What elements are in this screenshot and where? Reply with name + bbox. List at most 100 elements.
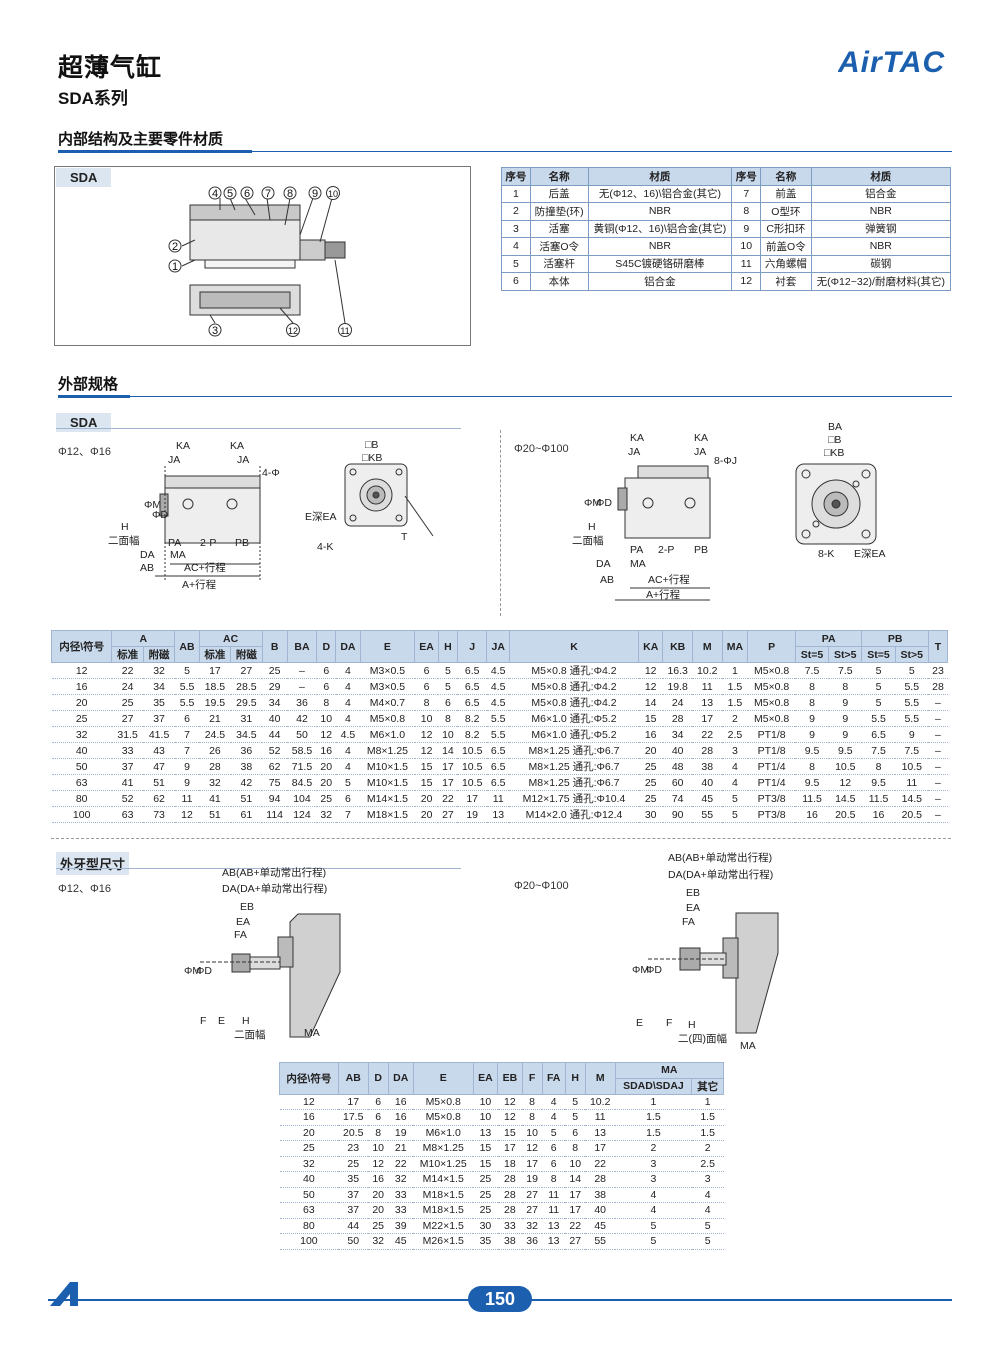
spec-cell: 8: [316, 694, 336, 711]
spec-cell: –: [928, 758, 948, 775]
dim-ab: AB: [600, 574, 614, 586]
thread-header: EA: [472, 1062, 499, 1095]
spec-cell: 10.5: [895, 758, 929, 775]
spec-cell: 41: [111, 774, 144, 791]
thread-cell: 12: [497, 1109, 523, 1126]
spec-cell: 6: [414, 678, 439, 695]
spec-header: D: [316, 630, 337, 663]
spec-cell: 4: [335, 710, 361, 727]
spec-cell: 32: [199, 774, 231, 791]
thread-cell: 20: [368, 1186, 389, 1203]
mat-cell: 活塞: [529, 219, 589, 238]
spec-cell: 22: [692, 726, 723, 743]
mat-cell: O型环: [760, 202, 812, 221]
size-label-small: Φ12、Φ16: [58, 446, 112, 458]
spec-subheader: 标准: [198, 646, 232, 663]
spec-cell: PT1/4: [747, 774, 796, 791]
spec-cell: 14: [438, 742, 458, 759]
mat-cell: NBR: [587, 237, 733, 256]
spec-cell: 20.5: [828, 806, 862, 823]
spec-cell: 19.8: [662, 678, 693, 695]
spec-cell: 13: [486, 806, 510, 823]
mat-header: 序号: [731, 167, 762, 186]
spec-cell: 14.5: [828, 790, 862, 807]
callout-1: 1: [172, 261, 178, 273]
spec-cell: 4.5: [486, 694, 510, 711]
dim-ea: E深EA: [305, 511, 337, 523]
spec-cell: 8.2: [457, 710, 487, 727]
spec-cell: M6×1.0 通孔:Φ5.2: [509, 726, 639, 743]
spec-cell: 19: [457, 806, 487, 823]
spec-header: M: [691, 630, 723, 663]
thread-cell: 15: [473, 1155, 498, 1172]
spec-cell: 4: [335, 694, 361, 711]
thread-cell: 15: [497, 1124, 523, 1141]
spec-cell: 28: [692, 742, 723, 759]
spec-cell: 29: [262, 678, 288, 695]
spec-cell: 20: [316, 758, 336, 775]
callout-10: 10: [328, 189, 338, 199]
spec-cell: 43: [143, 742, 175, 759]
spec-cell: 10: [316, 710, 336, 727]
thread-cell: 25: [473, 1171, 498, 1188]
spec-cell: 8: [795, 694, 829, 711]
mat-cell: 10: [731, 237, 762, 256]
spec-subheader: 标准: [111, 646, 144, 663]
spec-cell: 7: [335, 806, 361, 823]
thread-cell: 4: [542, 1093, 566, 1110]
thread-cell: 5: [565, 1093, 586, 1110]
spec-cell: 5: [861, 662, 896, 679]
thread-cell: 28: [497, 1202, 523, 1219]
spec-cell: M14×1.5: [360, 790, 415, 807]
spec-cell: M5×0.8: [747, 694, 796, 711]
spec-cell: 9: [895, 726, 929, 743]
spec-cell: 37: [143, 710, 175, 727]
mat-cell: 7: [731, 184, 762, 203]
dim-b: □B: [828, 434, 841, 446]
brand-text: AirTAC: [838, 46, 945, 78]
thread-cell: 35: [338, 1171, 369, 1188]
spec-header: PB: [861, 630, 929, 647]
dim-ja: JA: [237, 454, 249, 466]
thread-cell: 8: [522, 1109, 543, 1126]
spec-cell: –: [287, 678, 317, 695]
spec-cell: 12: [174, 806, 200, 823]
spec-cell: 8: [795, 758, 829, 775]
spec-cell: 61: [230, 806, 263, 823]
spec-cell: 6.5: [486, 758, 510, 775]
spec-cell: 19.5: [199, 694, 231, 711]
spec-cell: 6: [335, 790, 361, 807]
spec-cell: 5.5: [895, 694, 929, 711]
dim-ja: JA: [694, 446, 706, 458]
mat-cell: 无(Φ12、16)\铝合金(其它): [587, 184, 733, 203]
spec-cell: 29.5: [230, 694, 263, 711]
thread-cell: 4: [542, 1109, 566, 1126]
spec-cell: 12: [51, 662, 112, 679]
dim-ac: AC+行程: [184, 561, 226, 574]
spec-cell: 90: [662, 806, 693, 823]
spec-cell: 8.2: [457, 726, 487, 743]
dim-phim: ΦM: [584, 497, 601, 509]
thread-cell: 22: [388, 1155, 414, 1172]
spec-cell: M4×0.7: [360, 694, 415, 711]
spec-cell: 2.5: [722, 726, 748, 743]
thread-cell: 17.5: [338, 1109, 369, 1126]
spec-cell: 33: [111, 742, 144, 759]
drawing-small-front: □B □KB E深EA 4-K T: [305, 439, 434, 553]
thread-cell: 80: [279, 1217, 339, 1234]
dim-eb: EB: [686, 887, 700, 899]
spec-subheader: St>5: [828, 646, 863, 663]
thread-cell: 1: [615, 1093, 692, 1110]
spec-cell: 15: [638, 710, 663, 727]
thread-cell: 10: [473, 1109, 498, 1126]
callout-8: 8: [287, 188, 293, 200]
spec-cell: 5: [861, 678, 896, 695]
spec-cell: M8×1.25 通孔:Φ6.7: [509, 758, 639, 775]
series-subtitle: SDA系列: [58, 89, 128, 108]
